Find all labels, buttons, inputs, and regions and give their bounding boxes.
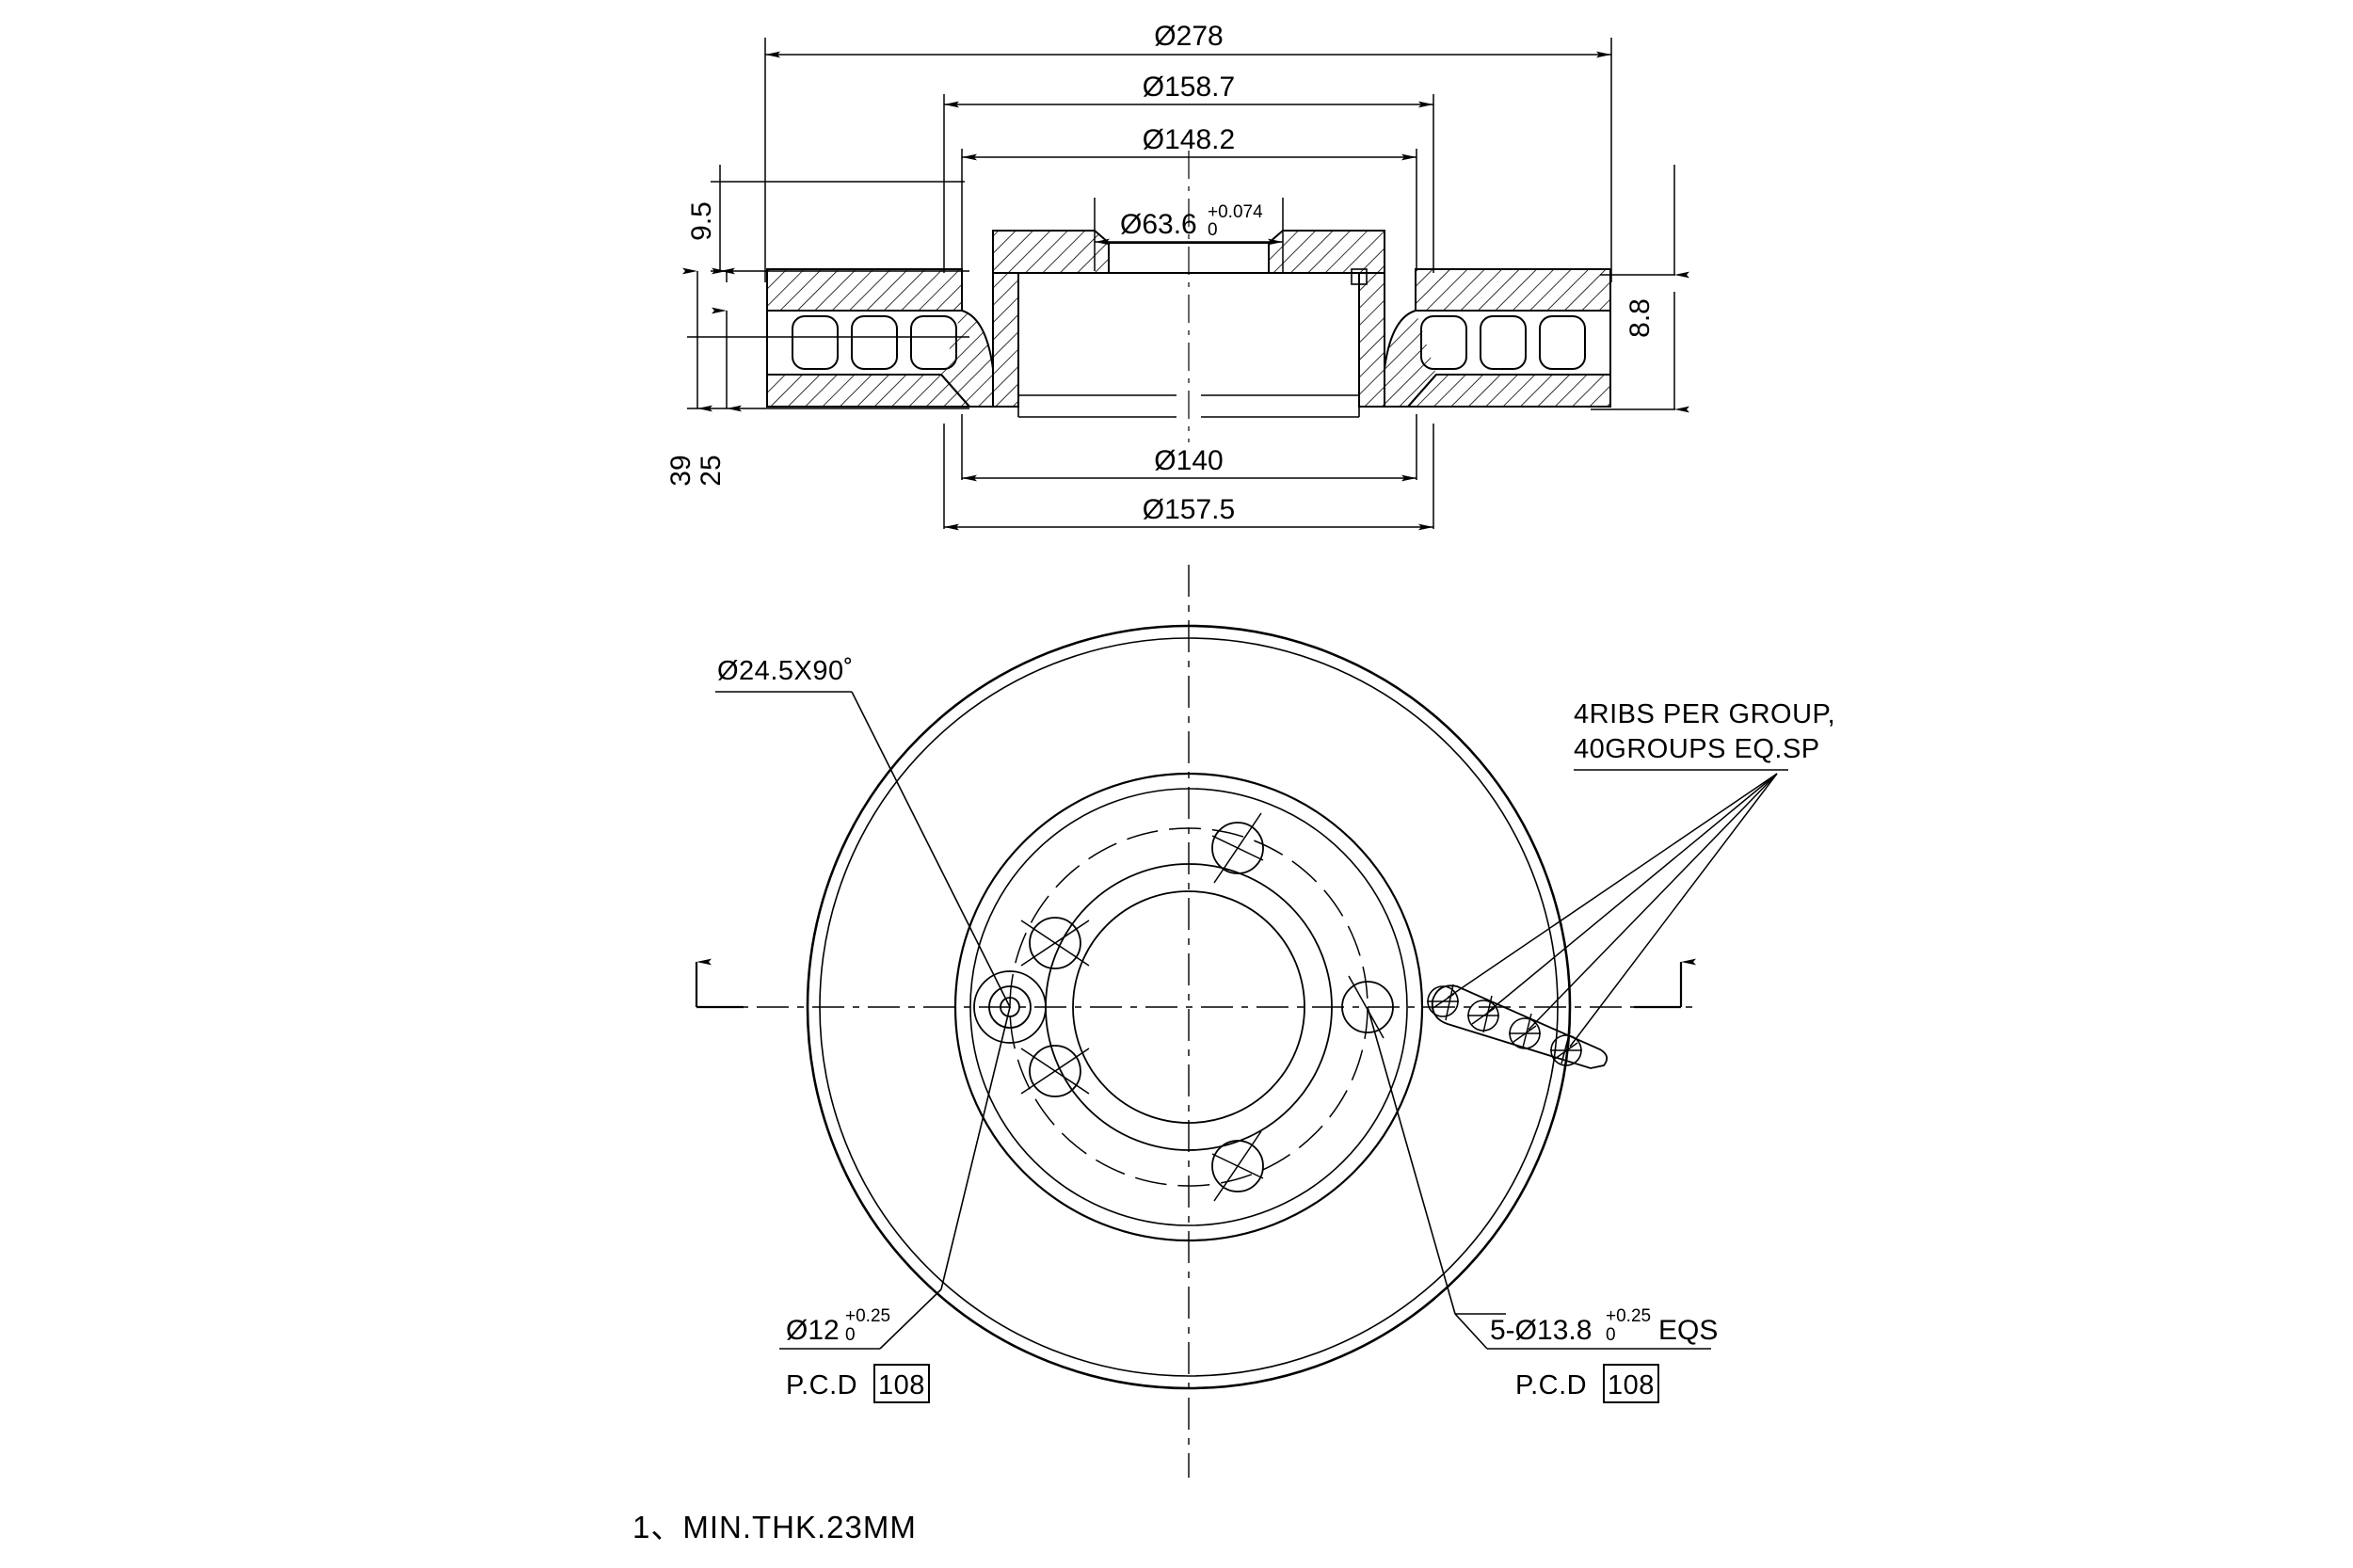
section-geometry-right xyxy=(1201,230,1611,418)
dim-text-278: Ø278 xyxy=(1154,21,1223,52)
vent-rib-group-right xyxy=(1420,315,1586,370)
bolt-hole-cross xyxy=(1020,1048,1090,1095)
rotor-hat-flange-right xyxy=(1268,230,1385,274)
dim-text-39: 39 xyxy=(665,455,696,486)
right-pcd-label: P.C.D xyxy=(1515,1370,1587,1400)
dim-text-8-8: 8.8 xyxy=(1625,298,1656,338)
chamfer-leader xyxy=(715,691,1011,1008)
section-detail-lines-right xyxy=(1201,394,1385,418)
right-pcd-box-frame xyxy=(1603,1364,1659,1403)
bolt-hole-bottom xyxy=(1211,1130,1264,1202)
rotor-hat-wall-left xyxy=(992,272,1019,408)
plan-centerlines xyxy=(701,565,1694,1478)
rib-group-detail xyxy=(1427,773,1778,1069)
right-hole-suffix: EQS xyxy=(1658,1315,1718,1346)
bolt-hole xyxy=(1211,822,1264,874)
right-hole-label: 5-Ø13.8 xyxy=(1490,1315,1592,1346)
bolt-hole-top-left xyxy=(1020,917,1090,969)
rotor-upper-plate-right xyxy=(1415,268,1611,312)
bolt-hole-bottom-left xyxy=(1020,1045,1090,1097)
section-detail-lines-left xyxy=(993,394,1176,418)
right-hole-leader xyxy=(1367,1006,1711,1350)
chamfer-label: Ø24.5X90˚ xyxy=(717,656,854,686)
notes-block: 1、MIN.THK.23MM xyxy=(632,1510,917,1544)
bolt-hole-cross xyxy=(1348,975,1385,1039)
dim-text-63-6: Ø63.6 xyxy=(1120,209,1197,240)
section-geometry-left xyxy=(766,230,1176,418)
right-pcd-box: 108 xyxy=(1603,1364,1659,1403)
rotor-lower-plate-right xyxy=(1405,374,1611,408)
plan-view: Ø24.5X90˚ 4RIBS PER GROUP, 40GROUPS EQ.S… xyxy=(695,565,1835,1478)
bolt-hole-top xyxy=(1211,812,1264,884)
rib-marker xyxy=(1550,1034,1582,1066)
rib-leader-lines xyxy=(1447,773,1778,1048)
left-pcd-value: 108 xyxy=(878,1370,925,1400)
bolt-hole-cross xyxy=(1211,1153,1264,1179)
right-pcd-value: 108 xyxy=(1608,1370,1655,1400)
section-cut-markers xyxy=(695,958,1696,1009)
dim-tol-upper-63-6: +0.074 xyxy=(1208,202,1263,222)
ribs-label-line1: 4RIBS PER GROUP, xyxy=(1574,699,1835,729)
left-pcd-label: P.C.D xyxy=(786,1370,857,1400)
dim-text-157-5: Ø157.5 xyxy=(1143,494,1235,525)
bolt-hole-group xyxy=(973,812,1394,1202)
left-hole-callout: Ø12 +0.25 0 P.C.D 108 xyxy=(779,1006,1011,1403)
vent-rib xyxy=(1539,315,1586,370)
dim-text-140: Ø140 xyxy=(1154,445,1223,476)
rotor-upper-plate-left xyxy=(766,268,963,312)
right-hole-callout: 5-Ø13.8 +0.25 0 EQS P.C.D 108 xyxy=(1367,1006,1718,1403)
dim-text-158-7: Ø158.7 xyxy=(1143,72,1235,103)
left-pcd-box-frame xyxy=(873,1364,930,1403)
rib-marker xyxy=(1427,985,1459,1017)
section-view: Ø278 Ø158.7 Ø148.2 Ø63.6 +0.074 0 Ø140 Ø… xyxy=(665,21,1689,531)
locating-pin-boss xyxy=(1351,268,1368,285)
dim-text-25: 25 xyxy=(696,455,727,486)
rotor-hat-wall-right xyxy=(1358,272,1385,408)
ribs-annotation: 4RIBS PER GROUP, 40GROUPS EQ.SP xyxy=(1574,699,1835,771)
vent-rib xyxy=(1480,315,1527,370)
vent-rib xyxy=(792,315,839,370)
left-hole-leader xyxy=(779,1006,1011,1350)
rib-marker xyxy=(1509,1017,1541,1049)
chamfer-annotation: Ø24.5X90˚ xyxy=(715,656,1011,1008)
left-hole-tol-lower: 0 xyxy=(845,1325,856,1345)
bolt-hole xyxy=(1029,1045,1081,1097)
section-vertical-dims xyxy=(682,165,1689,413)
dim-tol-lower-63-6: 0 xyxy=(1208,220,1218,240)
vent-rib-group-left xyxy=(792,315,957,370)
note-1: 1、MIN.THK.23MM xyxy=(632,1510,917,1544)
left-pcd-box: 108 xyxy=(873,1364,930,1403)
rotor-hat-flange-left xyxy=(992,230,1110,274)
bolt-hole xyxy=(1029,917,1081,969)
left-hole-tol-upper: +0.25 xyxy=(845,1306,890,1326)
dim-text-63-6-group: Ø63.6 +0.074 0 xyxy=(1120,202,1263,240)
bolt-hole-cross xyxy=(1211,835,1264,861)
dim-text-9-5: 9.5 xyxy=(686,201,717,241)
vent-rib xyxy=(851,315,898,370)
left-hole-label: Ø12 xyxy=(786,1315,840,1346)
rotor-lower-plate-left xyxy=(766,374,972,408)
bolt-hole-cross xyxy=(1020,920,1090,967)
ribs-label-line2: 40GROUPS EQ.SP xyxy=(1574,734,1820,764)
right-hole-tol-upper: +0.25 xyxy=(1606,1306,1651,1326)
bolt-hole xyxy=(1211,1140,1264,1192)
rib-group-outline xyxy=(1431,984,1609,1069)
dim-text-148-2: Ø148.2 xyxy=(1143,124,1235,155)
right-hole-tol-lower: 0 xyxy=(1606,1325,1616,1345)
rib-marker xyxy=(1467,1000,1499,1032)
